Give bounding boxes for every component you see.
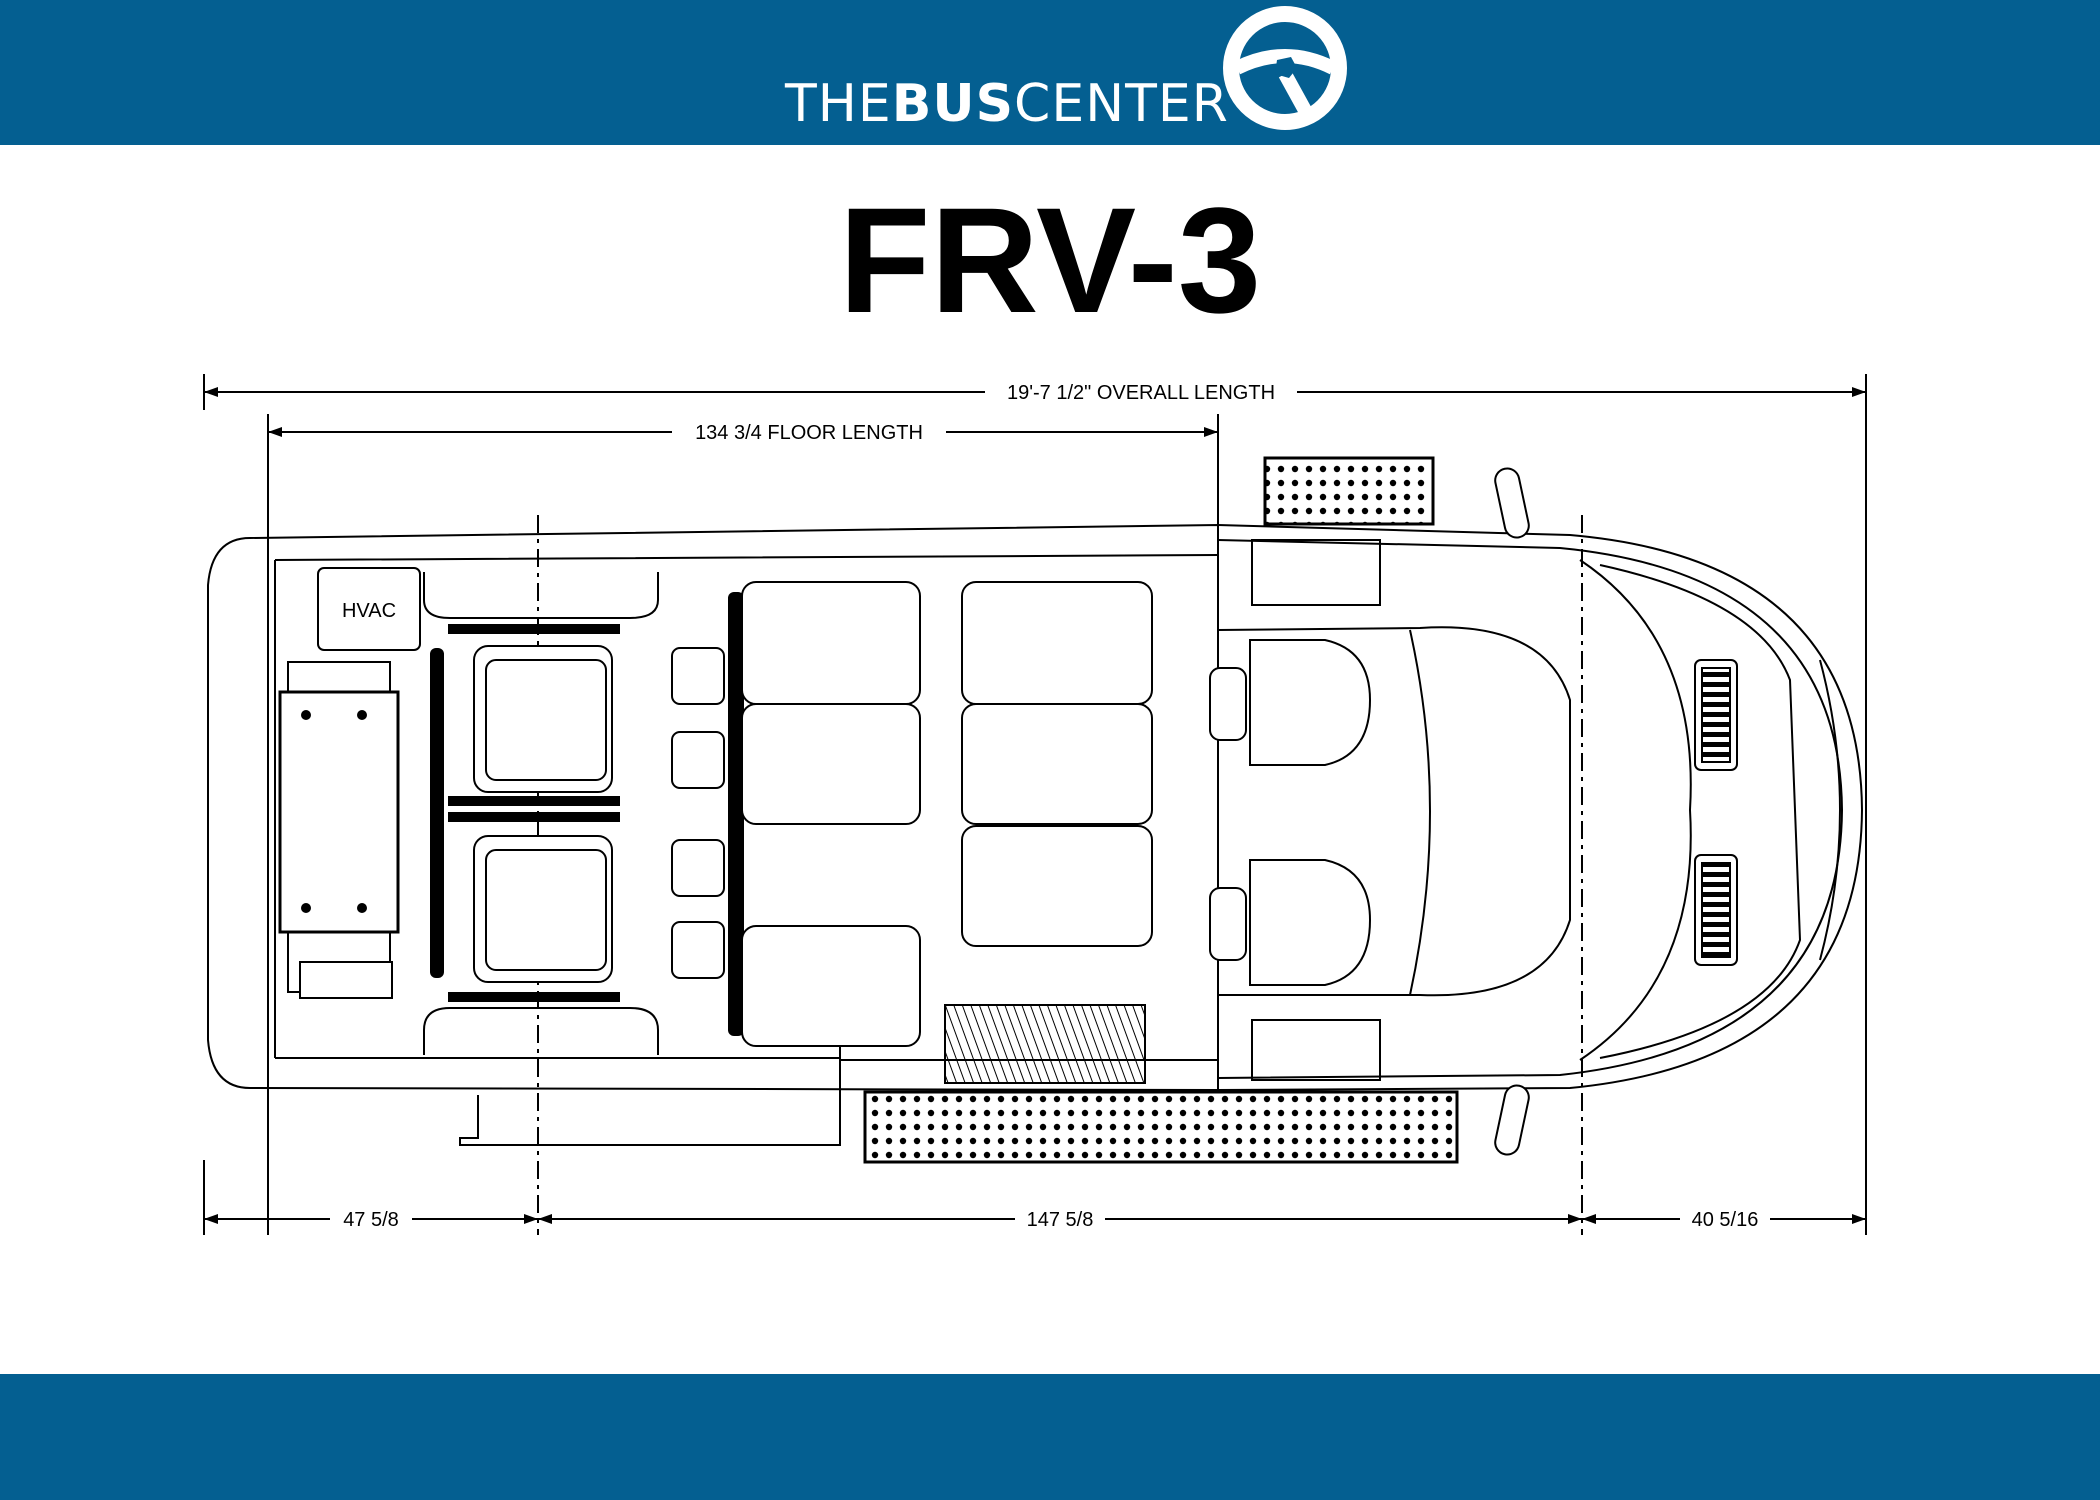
footer-bar (0, 1374, 2100, 1500)
brand-logo[interactable]: THEBUSCENTER (0, 0, 2100, 145)
page-title: FRV-3 (838, 176, 1262, 344)
rear-wheel-wells (423, 572, 659, 1055)
hvac-label: HVAC (342, 600, 396, 622)
securement-tracks (430, 592, 744, 1036)
steering-wheel-icon (1223, 6, 1347, 130)
bus-body-outline (207, 523, 1864, 1146)
wheelchair-lift (278, 661, 400, 999)
passenger-seats (741, 581, 1153, 1047)
front-doors (1251, 539, 1381, 1081)
logo-text-the: THE (785, 74, 892, 134)
floor-length-label: 134 3/4 FLOOR LENGTH (695, 422, 923, 444)
dimension-bottom (203, 515, 1866, 1235)
front-overhang-label: 40 5/16 (1692, 1209, 1759, 1231)
overall-length-label: 19'-7 1/2" OVERALL LENGTH (1007, 382, 1275, 404)
front-vents (1694, 659, 1738, 966)
logo-text-bus: BUS (891, 74, 1015, 134)
dimension-overall-length (203, 374, 1867, 1235)
logo-text-center: CENTER (1014, 74, 1229, 134)
header-bar (0, 0, 2100, 145)
side-mirrors (1494, 467, 1530, 1156)
entry-step-plate (863, 1090, 1459, 1164)
cab-seats (1209, 639, 1372, 986)
driver-step-plate (1263, 456, 1435, 526)
wheelbase-label: 147 5/8 (1027, 1209, 1094, 1231)
flip-seats (473, 645, 725, 983)
logo-wordmark: THEBUSCENTER (785, 78, 1229, 130)
entry-stairwell (944, 1004, 1146, 1084)
hvac-unit (317, 567, 421, 651)
rear-overhang-label: 47 5/8 (343, 1209, 399, 1231)
